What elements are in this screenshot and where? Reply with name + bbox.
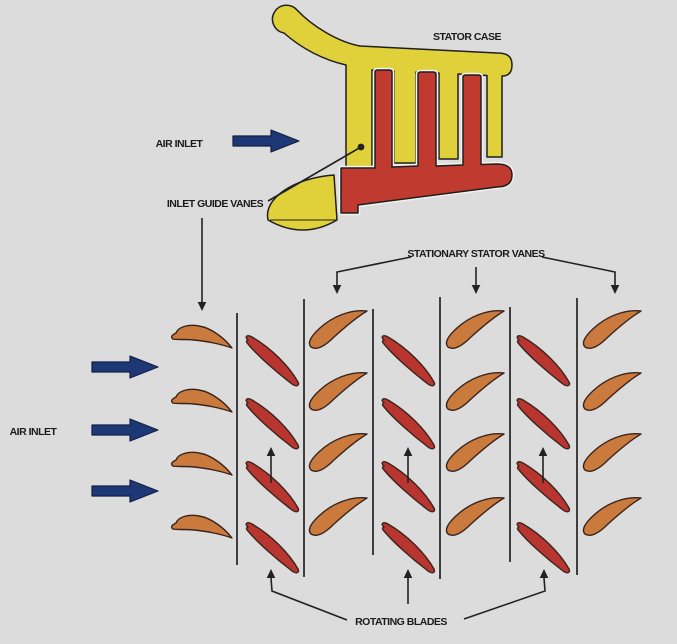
rotor-blade [245,461,300,513]
rotor-blade [516,398,571,450]
rotor-drum [340,69,513,214]
rotating-blades-pointer-left-line [270,577,348,621]
stage-separator-lines [236,297,578,579]
stator-vane-blade [582,372,642,411]
stator-vane-blade [308,433,368,472]
stationary-stator-vanes-label: STATIONARY STATOR VANES [407,248,545,260]
ssv-pointer-left-head [332,285,342,294]
air-inlet-arrow-2 [91,418,159,442]
air-inlet-top-label: AIR INLET [156,138,204,150]
air-inlet-arrow-1 [91,355,159,379]
blade-cascade [170,310,642,574]
rotating-blades-pointer-center-head [403,569,413,578]
stator-vane-blade [582,310,642,349]
stator-vane-blade [308,497,368,536]
ssv-pointer-center-head [471,285,481,294]
air-inlet-arrow-top [232,129,300,153]
rotor-blade [516,461,571,513]
igv-leader-line [267,146,362,202]
rotating-blades-label: ROTATING BLADES [355,616,447,628]
rotor-blade [381,335,436,387]
rotor-blade [381,398,436,450]
igv-pointer-arrow-head [197,302,207,311]
rotor-blade [516,335,571,387]
stator-vane-blade [582,433,642,472]
inlet-guide-vane-blade [170,514,233,539]
stator-vane-blade [445,497,505,536]
rotor-direction-arrow-1-head [266,447,276,456]
annotation-arrows [197,218,620,621]
stator-vane-blade [445,433,505,472]
air-inlet-left-label: AIR INLET [10,426,58,438]
air-inlet-arrow-3 [91,479,159,503]
rotor-direction-arrow-3-head [538,447,548,456]
rotating-blades-pointer-left-head [266,569,276,578]
air-flow-arrows [91,129,300,503]
stator-case-label: STATOR CASE [433,31,502,43]
rotating-blades-pointer-right-head [539,569,549,578]
rotor-blade [381,461,436,513]
rotor-direction-arrow-2-head [403,447,413,456]
ssv-pointer-right-line [541,256,616,285]
inlet-guide-vane-wedge [266,174,338,231]
inlet-guide-vane-blade [170,324,233,349]
stator-vane-blade [308,310,368,349]
rotor-blade [245,522,300,574]
labels: STATOR CASE AIR INLET INLET GUIDE VANES … [10,31,546,628]
ssv-pointer-left-line [336,256,412,285]
igv-leader-dot [357,143,365,151]
rotating-blades-pointer-right-line [463,577,546,620]
rotor-blade [381,522,436,574]
inlet-guide-vane-blade [170,451,233,476]
stator-vane-blade [445,310,505,349]
inlet-guide-vane-blade [170,388,233,413]
ssv-pointer-right-head [610,285,620,294]
rotor-blade [245,335,300,387]
inlet-guide-vanes-label: INLET GUIDE VANES [167,198,264,210]
stator-case-assembly [266,4,515,231]
rotor-blade [516,522,571,574]
stator-vane-blade [582,497,642,536]
stator-vane-blade [308,372,368,411]
rotor-blade [245,398,300,450]
igv-leader [267,143,365,202]
stator-vane-blade [445,372,505,411]
